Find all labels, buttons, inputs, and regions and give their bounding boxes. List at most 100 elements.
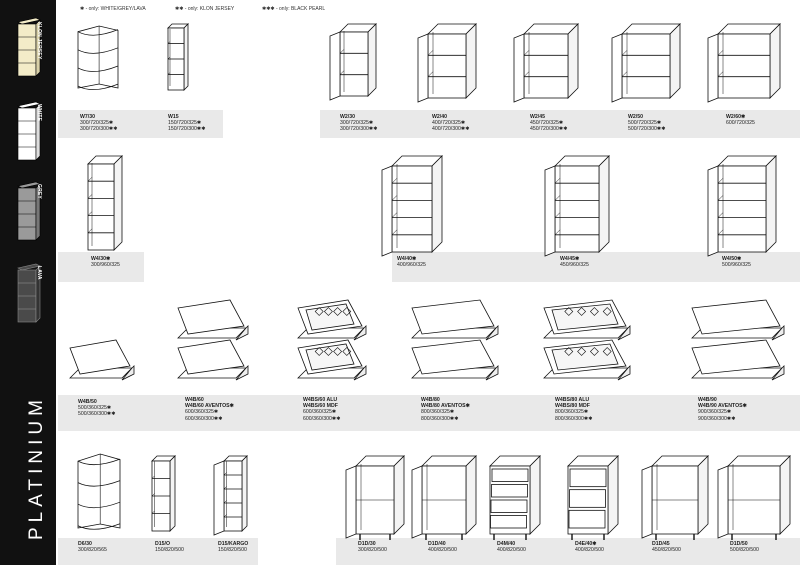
lift-up-wall-cabinet-drawing — [410, 298, 500, 342]
label-band — [392, 252, 800, 282]
product-label-w4-30[interactable]: W4/30✱ 300/960/325 — [91, 256, 120, 268]
product-code: W2/45 — [530, 114, 545, 120]
product-label-w4-45[interactable]: W4/45✱ 450/960/325 — [560, 256, 589, 268]
product-label-w7-30[interactable]: W7/30 300/720/325✱ 300/720/300✱✱ — [80, 114, 118, 133]
legend-marker: ✱✱ — [175, 6, 184, 12]
product-dimensions: 150/820/500 — [218, 547, 247, 554]
product-code: W2/60✱ — [726, 114, 746, 120]
product-dimensions: 450/820/500 — [652, 547, 681, 554]
product-label-d15-kargo[interactable]: D15/KARGO 150/820/500 — [218, 541, 248, 553]
product-dimensions: 300/720/300✱✱ — [80, 126, 118, 133]
product-label-w2-60[interactable]: W2/60✱ 600/720/325 — [726, 114, 755, 126]
product-label-d4e-40[interactable]: D4E/40✱ 400/820/500 — [575, 541, 604, 553]
product-dimensions: 600/360/325✱ — [303, 409, 337, 416]
product-code: W4BS/60 MDF — [303, 403, 338, 410]
base-cabinet-drawing — [640, 454, 712, 542]
product-label-d1d-40[interactable]: D1D/40 400/820/500 — [428, 541, 457, 553]
brand-title: PLATINIUM — [26, 395, 47, 540]
cabinet-icon — [17, 101, 41, 161]
label-band — [58, 252, 144, 282]
product-dimensions: 600/720/325 — [726, 120, 755, 127]
product-code: W4B/80 — [421, 397, 440, 403]
product-label-w4b-90[interactable]: W4B/90 W4B/90 AVENTOS✱ 900/360/325✱ 900/… — [698, 397, 747, 422]
finish-swatch-klon-jersey[interactable] — [14, 16, 44, 80]
product-dimensions: 400/820/500 — [575, 547, 604, 554]
glass-lift-up-wall-cabinet-drawing — [542, 298, 632, 342]
product-label-d6-30[interactable]: D6/30 300/820/565 — [78, 541, 107, 553]
product-code: W2/50 — [628, 114, 643, 120]
glass-lift-up-wall-cabinet-drawing — [296, 338, 368, 382]
product-dimensions: 500/720/325✱ — [628, 120, 662, 127]
tall-wall-cabinet-drawing — [543, 154, 611, 257]
lift-up-wall-cabinet-drawing — [690, 298, 786, 342]
product-code: W4/30✱ — [91, 256, 111, 262]
product-label-w4bs-60[interactable]: W4BS/60 ALU W4BS/60 MDF 600/360/325✱ 600… — [303, 397, 341, 422]
finish-label-klon-jersey: KLON JERSEY — [36, 22, 42, 60]
product-dimensions: 450/960/325 — [560, 262, 589, 269]
wall-cabinet-drawing — [706, 22, 782, 103]
finish-swatch-lava[interactable] — [14, 262, 44, 326]
product-dimensions: 500/720/300✱✱ — [628, 126, 666, 133]
tall-wall-cabinet-drawing — [86, 154, 134, 252]
product-code: D1D/40 — [428, 541, 446, 547]
product-code: W4B/90 — [698, 397, 717, 403]
legend-item: ✱ - only: WHITE/GREY/LAVA — [80, 6, 146, 12]
product-dimensions: 500/960/325 — [722, 262, 751, 269]
base-cabinet-drawing — [344, 454, 408, 542]
product-label-w2-30[interactable]: W2/30 300/720/325✱ 300/720/300✱✱ — [340, 114, 378, 133]
product-dimensions: 300/720/325✱ — [80, 120, 114, 127]
product-dimensions: 400/720/300✱✱ — [432, 126, 470, 133]
corner-wall-cabinet-drawing — [76, 24, 122, 94]
tall-wall-cabinet-drawing — [706, 154, 778, 257]
product-label-w2-45[interactable]: W2/45 450/720/325✱ 450/720/300✱✱ — [530, 114, 568, 133]
label-band — [336, 538, 800, 565]
cabinet-icon — [17, 263, 41, 323]
product-dimensions: 800/360/300✱✱ — [555, 415, 593, 422]
product-code: W4BS/60 ALU — [303, 397, 338, 403]
product-label-w4bs-80[interactable]: W4BS/80 ALU W4BS/80 MDF 800/360/325✱ 800… — [555, 397, 593, 422]
product-label-d4m-40[interactable]: D4M/40 400/820/500 — [497, 541, 526, 553]
product-label-w4b-80[interactable]: W4B/80 W4B/80 AVENTOS✱ 800/360/325✱ 800/… — [421, 397, 470, 422]
product-label-w15[interactable]: W15 150/720/325✱ 150/720/300✱✱ — [168, 114, 206, 133]
product-label-w4b-60[interactable]: W4B/60 W4B/60 AVENTOS✱ 600/360/325✱ 600/… — [185, 397, 234, 422]
wall-cabinet-drawing — [416, 22, 478, 103]
product-label-d1d-45[interactable]: D1D/45 450/820/500 — [652, 541, 681, 553]
finish-swatch-white[interactable] — [14, 100, 44, 164]
finish-label-white: WHITE — [36, 104, 42, 122]
cabinet-icon — [17, 17, 41, 77]
lift-up-wall-cabinet-drawing — [176, 298, 250, 342]
product-label-w4b-50[interactable]: W4B/50 500/360/325✱ 500/360/300✱✱ — [78, 399, 116, 418]
product-code: D6/30 — [78, 541, 92, 547]
product-code: D4M/40 — [497, 541, 516, 547]
product-dimensions: 800/360/325✱ — [555, 409, 589, 416]
base-cabinet-drawing — [410, 454, 480, 542]
product-label-w2-40[interactable]: W2/40 400/720/325✱ 400/720/300✱✱ — [432, 114, 470, 133]
drawer-base-cabinet-drawing — [488, 454, 554, 542]
product-dimensions: 300/720/325✱ — [340, 120, 374, 127]
product-code: W4B/60 — [185, 397, 204, 403]
glass-lift-up-wall-cabinet-drawing — [542, 338, 632, 382]
product-dimensions: 300/960/325 — [91, 262, 120, 269]
product-label-w2-50[interactable]: W2/50 500/720/325✱ 500/720/300✱✱ — [628, 114, 666, 133]
product-label-d15-o[interactable]: D15/O 150/820/500 — [155, 541, 184, 553]
product-label-w4-40[interactable]: W4/40✱ 400/960/325 — [397, 256, 426, 268]
legend-item: ✱✱✱ - only: BLACK PEARL — [262, 6, 325, 12]
lift-up-wall-cabinet-drawing — [690, 338, 786, 382]
product-code: W7/30 — [80, 114, 95, 120]
product-code: W4B/90 AVENTOS✱ — [698, 403, 747, 410]
product-code: D1D/50 — [730, 541, 748, 547]
product-code: D15/KARGO — [218, 541, 249, 547]
product-label-d1d-30[interactable]: D1D/30 300/820/500 — [358, 541, 387, 553]
product-code: D4E/40✱ — [575, 541, 597, 547]
drawer-base-cabinet-drawing — [566, 454, 632, 542]
legend-text: - only: KLON JERSEY — [184, 6, 235, 12]
product-dimensions: 150/720/300✱✱ — [168, 126, 206, 133]
product-dimensions: 150/820/500 — [155, 547, 184, 554]
corner-base-cabinet-drawing — [76, 452, 124, 534]
product-dimensions: 400/820/500 — [497, 547, 526, 554]
finish-swatch-grey[interactable] — [14, 180, 44, 244]
product-dimensions: 400/720/325✱ — [432, 120, 466, 127]
product-label-d1d-50[interactable]: D1D/50 500/820/500 — [730, 541, 759, 553]
product-dimensions: 900/360/325✱ — [698, 409, 732, 416]
product-label-w4-50[interactable]: W4/50✱ 500/960/325 — [722, 256, 751, 268]
